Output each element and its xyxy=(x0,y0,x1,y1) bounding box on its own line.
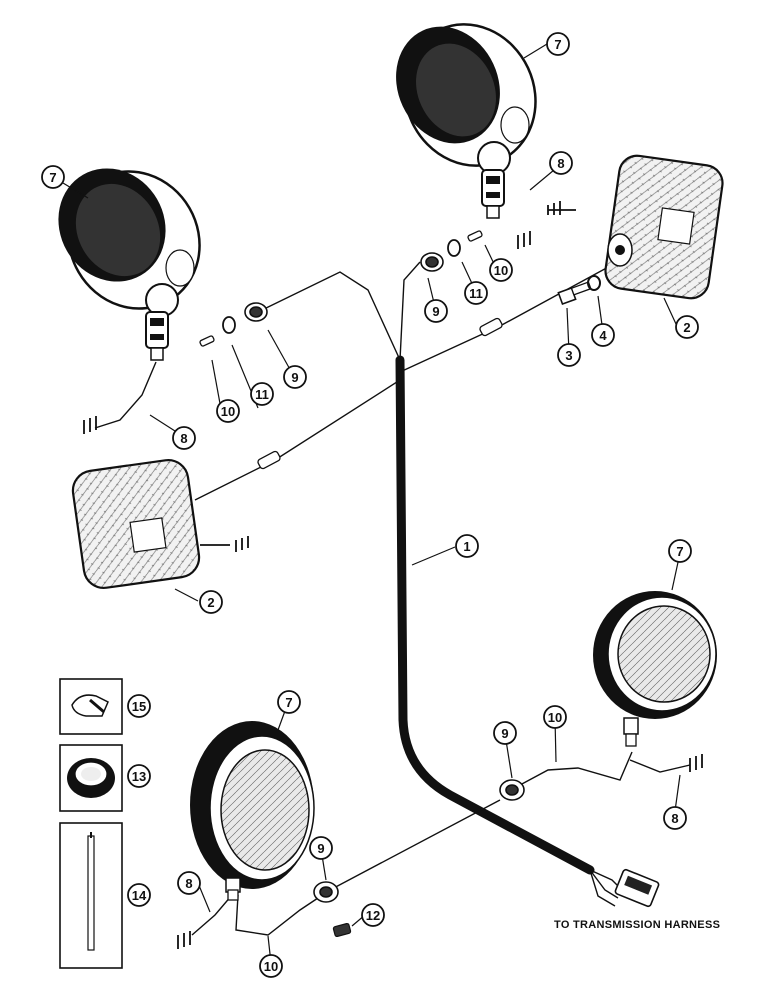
callout-9-center: 9 xyxy=(424,299,448,323)
callout-7-upper-center: 7 xyxy=(546,32,570,56)
svg-text:3: 3 xyxy=(565,348,572,363)
ground-symbols xyxy=(83,201,703,949)
svg-text:7: 7 xyxy=(285,695,292,710)
svg-text:2: 2 xyxy=(683,320,690,335)
svg-text:12: 12 xyxy=(366,908,380,923)
inline-connectors xyxy=(257,317,503,470)
transmission-harness-caption: TO TRANSMISSION HARNESS xyxy=(554,919,720,931)
callout-12: 12 xyxy=(361,903,385,927)
svg-text:11: 11 xyxy=(469,286,483,301)
svg-text:13: 13 xyxy=(132,769,146,784)
callout-8-lower-left: 8 xyxy=(177,871,201,895)
mounting-bolt xyxy=(557,281,592,306)
svg-text:9: 9 xyxy=(432,304,439,319)
work-lamp-upper-left xyxy=(58,168,201,361)
svg-text:8: 8 xyxy=(671,811,678,826)
work-lamp-lower-left xyxy=(190,721,315,901)
callout-2-right: 2 xyxy=(675,315,699,339)
callout-10-lower-right: 10 xyxy=(543,705,567,729)
grommet-lower-left xyxy=(313,881,339,903)
svg-text:10: 10 xyxy=(494,263,508,278)
callout-2-left: 2 xyxy=(199,590,223,614)
svg-text:10: 10 xyxy=(221,404,235,419)
callout-8-upper-center: 8 xyxy=(549,151,573,175)
rect-lamp-left xyxy=(71,458,201,590)
callout-10-left: 10 xyxy=(216,399,240,423)
work-lamp-upper-center xyxy=(396,23,537,219)
callout-3: 3 xyxy=(557,343,581,367)
svg-text:9: 9 xyxy=(291,370,298,385)
callouts: 7 7 8 8 10 11 9 9 11 10 3 4 2 1 2 7 15 7… xyxy=(41,32,699,978)
kit-box-15 xyxy=(59,678,123,735)
callout-11-center: 11 xyxy=(464,281,488,305)
work-lamp-lower-right xyxy=(593,591,717,747)
svg-text:15: 15 xyxy=(132,699,146,714)
rect-lamp-right xyxy=(604,154,724,300)
harness-connector-12 xyxy=(332,922,352,938)
callout-9-lower-left: 9 xyxy=(309,836,333,860)
wires xyxy=(94,261,691,936)
callout-1: 1 xyxy=(455,534,479,558)
lock-washer xyxy=(587,275,601,291)
svg-text:9: 9 xyxy=(501,726,508,741)
callout-9-lower-right: 9 xyxy=(493,721,517,745)
callout-9-left: 9 xyxy=(283,365,307,389)
callout-8-left: 8 xyxy=(172,426,196,450)
callout-15: 15 xyxy=(127,694,151,718)
main-harness xyxy=(395,355,595,875)
svg-text:1: 1 xyxy=(463,539,470,554)
o-rings xyxy=(222,239,461,334)
svg-text:4: 4 xyxy=(599,328,607,343)
terminal-pins xyxy=(199,230,483,347)
svg-text:9: 9 xyxy=(317,841,324,856)
callout-7-lower-left: 7 xyxy=(277,690,301,714)
kit-box-13 xyxy=(59,744,123,812)
transmission-plug xyxy=(614,868,660,908)
callout-11-left: 11 xyxy=(250,382,274,406)
svg-text:7: 7 xyxy=(676,544,683,559)
callout-10-lower-left: 10 xyxy=(259,954,283,978)
kit-box-14 xyxy=(59,822,123,969)
grommet-lower-right xyxy=(499,779,525,801)
grommets xyxy=(244,252,525,903)
callout-7-lower-right: 7 xyxy=(668,539,692,563)
svg-text:7: 7 xyxy=(49,170,56,185)
grommet-upper-left xyxy=(244,302,268,322)
svg-text:10: 10 xyxy=(548,710,562,725)
grommet-upper-center xyxy=(420,252,444,272)
callout-7-upper-left: 7 xyxy=(41,165,65,189)
callout-4: 4 xyxy=(591,323,615,347)
svg-text:7: 7 xyxy=(554,37,561,52)
svg-text:8: 8 xyxy=(557,156,564,171)
callout-8-lower-right: 8 xyxy=(663,806,687,830)
callout-10-center: 10 xyxy=(489,258,513,282)
svg-text:8: 8 xyxy=(185,876,192,891)
callout-14: 14 xyxy=(127,883,151,907)
svg-text:10: 10 xyxy=(264,959,278,974)
svg-text:14: 14 xyxy=(132,888,147,903)
callout-13: 13 xyxy=(127,764,151,788)
svg-text:2: 2 xyxy=(207,595,214,610)
svg-text:11: 11 xyxy=(255,387,269,402)
svg-text:8: 8 xyxy=(180,431,187,446)
